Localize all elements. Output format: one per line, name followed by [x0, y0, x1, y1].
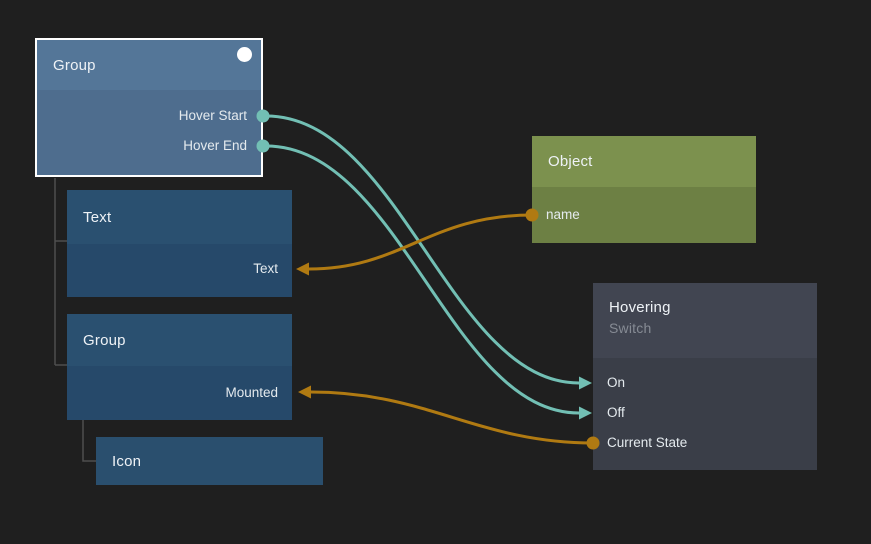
- tree-line-group2-icon: [82, 420, 96, 462]
- node-title: Icon: [112, 452, 142, 470]
- node-subtitle: Switch: [609, 320, 652, 336]
- node-group-2[interactable]: Group Mounted: [67, 314, 292, 420]
- node-text-body: Text: [67, 244, 292, 297]
- node-text-header[interactable]: Text: [67, 190, 292, 244]
- output-port-current-state[interactable]: Current State: [607, 435, 688, 450]
- node-title: Object: [548, 153, 593, 170]
- node-group-body: Hover Start Hover End: [37, 90, 261, 175]
- node-group-2-body: Mounted: [67, 366, 292, 420]
- input-port-off[interactable]: Off: [607, 405, 625, 420]
- output-port-hover-end[interactable]: Hover End: [183, 138, 247, 153]
- arrowhead-off-icon: [579, 406, 592, 420]
- node-group-header[interactable]: Group: [37, 40, 261, 90]
- node-icon-header[interactable]: Icon: [96, 437, 323, 485]
- node-title: Text: [83, 208, 112, 226]
- connection-name-to-text[interactable]: [308, 213, 533, 271]
- arrowhead-text-icon: [296, 262, 309, 276]
- tree-line-group1-children: [54, 178, 67, 366]
- arrowhead-on-icon: [579, 376, 592, 390]
- arrowhead-mounted-icon: [298, 385, 311, 399]
- node-object-header[interactable]: Object: [532, 136, 756, 187]
- node-hovering-switch[interactable]: Hovering Switch On Off Current State: [593, 283, 817, 470]
- node-title: Group: [53, 56, 96, 74]
- node-group-2-header[interactable]: Group: [67, 314, 292, 366]
- node-object-body: name: [532, 187, 756, 243]
- input-port-mounted[interactable]: Mounted: [225, 385, 278, 400]
- input-port-on[interactable]: On: [607, 375, 626, 390]
- node-object[interactable]: Object name: [532, 136, 756, 243]
- node-title: Group: [83, 331, 126, 349]
- output-port-hover-start[interactable]: Hover Start: [178, 108, 247, 123]
- node-hovering-body: On Off Current State: [593, 358, 817, 470]
- selection-indicator-dot: [237, 47, 252, 62]
- node-title: Hovering: [609, 299, 671, 316]
- node-group-selected[interactable]: Group Hover Start Hover End: [35, 38, 263, 177]
- input-port-text[interactable]: Text: [253, 261, 278, 276]
- connection-current-state-to-mounted[interactable]: [310, 390, 594, 445]
- node-text[interactable]: Text Text: [67, 190, 292, 297]
- node-hovering-header[interactable]: Hovering Switch: [593, 283, 817, 358]
- node-icon[interactable]: Icon: [96, 437, 323, 485]
- output-port-name[interactable]: name: [546, 207, 580, 222]
